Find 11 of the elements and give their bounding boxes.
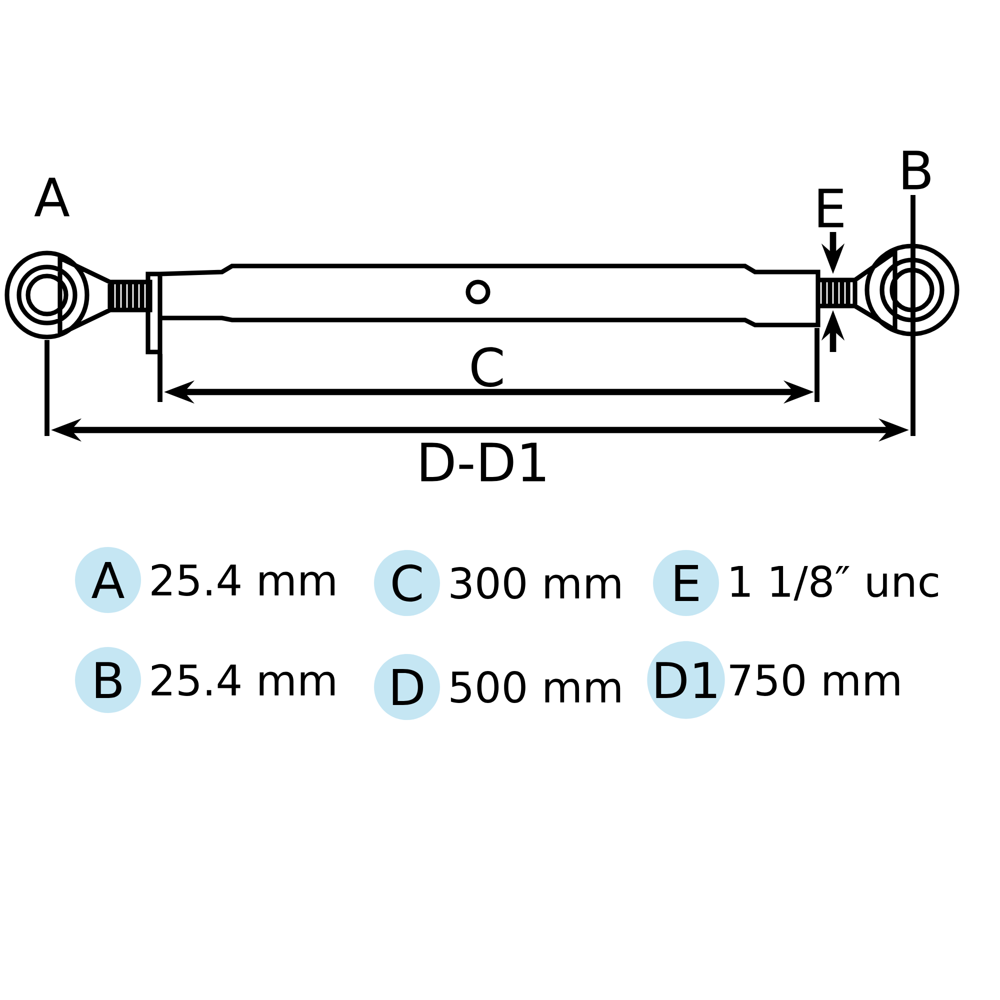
value-text: 500 mm [450, 671, 620, 703]
value-text: 750 mm [730, 664, 900, 696]
dimension-label: B [903, 150, 930, 190]
dimension-label: E [818, 188, 844, 228]
value-text: 1 1/8″ unc [731, 565, 938, 601]
dimension-label: A [34, 178, 70, 216]
value-text: 25.4 mm [152, 564, 335, 596]
value-text: 25.4 mm [152, 664, 335, 696]
value-text: 300 mm [450, 567, 620, 599]
dimension-label: D-D1 [421, 442, 545, 482]
dimension-label: C [472, 347, 503, 387]
